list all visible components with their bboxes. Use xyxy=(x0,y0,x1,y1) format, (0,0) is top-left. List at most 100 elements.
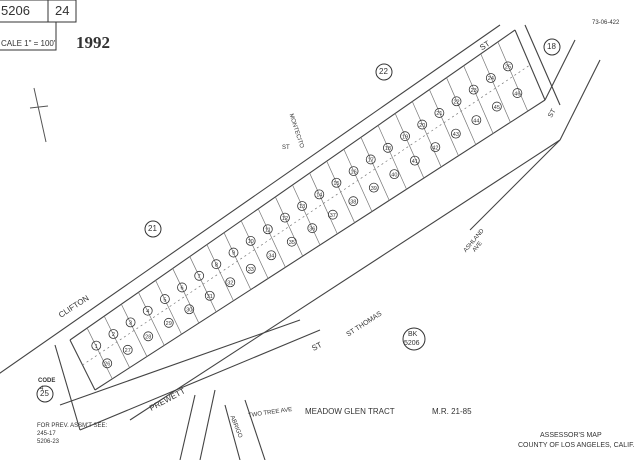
parcel-number: 23 xyxy=(471,88,477,94)
parcel-divider xyxy=(240,220,269,279)
parcel-circle xyxy=(389,169,400,180)
tract-name: MEADOW GLEN TRACT xyxy=(305,407,395,416)
parcel-circle xyxy=(228,247,239,258)
parcel-divider xyxy=(257,208,286,268)
parcel-circle xyxy=(159,294,170,304)
parcel-circle xyxy=(125,317,136,328)
parcel-number: 20 xyxy=(419,123,425,129)
parcel-number: 38 xyxy=(350,199,356,205)
parcel-number: 37 xyxy=(330,213,336,219)
parcel-circle xyxy=(297,201,308,211)
parcel-divider xyxy=(394,113,425,179)
scale-label: CALE 1" = 100' xyxy=(1,39,56,48)
parcel-circle xyxy=(450,128,461,139)
parcel-circle xyxy=(383,142,393,153)
parcel-circle xyxy=(434,108,445,118)
parcel-number: 15 xyxy=(333,181,339,187)
parcel-circle xyxy=(163,317,174,328)
parcel-circle xyxy=(417,119,428,130)
parcel-circle xyxy=(184,304,195,315)
parcel-circle xyxy=(365,154,376,165)
parcel-circle xyxy=(409,155,420,166)
parcel-circle xyxy=(102,358,113,369)
parcel-circle xyxy=(468,84,479,95)
parcel-circle xyxy=(348,196,359,207)
parcel-number: 27 xyxy=(125,348,131,354)
parcel-row-lower: 2627282930313233343536373839404142434445… xyxy=(102,88,523,369)
parcel-number: 44 xyxy=(473,118,479,124)
page-number: 24 xyxy=(55,3,70,18)
parcel-number: 28 xyxy=(145,335,151,341)
map-year: 1992 xyxy=(76,33,110,52)
parcel-circle xyxy=(211,259,222,270)
prev-assmt-ref2: 5206-23 xyxy=(37,439,60,445)
parcel-circle xyxy=(262,224,273,235)
prev-assmt-ref1: 245-17 xyxy=(37,431,56,437)
north-arrow-icon xyxy=(29,87,49,143)
parcel-number: 8 xyxy=(215,262,218,268)
parcel-circle xyxy=(430,142,441,153)
parcel-circle xyxy=(245,236,256,246)
parcel-number: 7 xyxy=(198,274,201,280)
parcel-divider xyxy=(497,41,529,112)
parcel-circle xyxy=(400,131,410,142)
parcel-circle xyxy=(245,263,256,274)
parcel-number: 30 xyxy=(186,307,192,313)
parcel-circle xyxy=(177,282,187,293)
parcel-circle xyxy=(108,329,119,339)
parcel-number: 5 xyxy=(163,297,166,303)
parcel-circle xyxy=(503,61,513,72)
parcel-circle xyxy=(266,250,277,261)
prev-assmt-label: FOR PREV. ASSM'T SEE: xyxy=(37,423,108,429)
parcel-number: 42 xyxy=(432,145,438,151)
parcel-number: 32 xyxy=(227,280,233,286)
parcel-number: 2 xyxy=(112,332,115,338)
parcel-number: 4 xyxy=(146,309,149,315)
parcel-circle xyxy=(485,73,496,83)
parcel-number: 6 xyxy=(181,286,184,292)
parcel-circle xyxy=(225,277,236,288)
page-ref-circles xyxy=(36,38,561,403)
parcel-divider xyxy=(377,125,407,190)
parcel-number: 17 xyxy=(368,158,374,164)
parcel-number: 46 xyxy=(514,91,520,97)
county-label: COUNTY OF LOS ANGELES, CALIF. xyxy=(518,442,635,449)
parcel-circle xyxy=(327,209,338,220)
parcel-number: 26 xyxy=(104,362,110,368)
parcel-circle xyxy=(368,182,379,193)
parcel-circle xyxy=(348,166,359,176)
parcel-divider xyxy=(275,196,304,257)
street-lines xyxy=(0,24,601,460)
parcel-circle xyxy=(307,223,318,234)
parcel-divider xyxy=(172,268,200,324)
parcel-circle xyxy=(512,88,523,98)
parcel-number: 33 xyxy=(248,267,254,273)
parcel-divider xyxy=(480,53,511,123)
parcel-number: 31 xyxy=(207,294,213,300)
page-ref-18: 18 xyxy=(547,42,556,51)
parcel-row-upper: 1234567891011121314151617181920212223242… xyxy=(91,61,513,351)
parcel-number: 14 xyxy=(316,193,322,199)
parcel-circle xyxy=(331,177,342,188)
parcel-number: 12 xyxy=(282,216,288,222)
parcel-circle xyxy=(280,212,290,223)
parcel-dividers xyxy=(82,41,531,380)
parcel-circle xyxy=(143,331,154,342)
parcel-number: 18 xyxy=(385,146,391,152)
parcel-circle xyxy=(91,340,102,351)
parcel-circle xyxy=(122,344,133,355)
parcel-number: 24 xyxy=(488,76,494,82)
page-ref-22: 22 xyxy=(379,67,388,76)
page-ref-21: 21 xyxy=(148,224,157,233)
parcel-divider xyxy=(292,184,321,246)
parcel-divider xyxy=(121,304,148,357)
parcel-number: 16 xyxy=(351,169,357,175)
parcel-number: 40 xyxy=(391,172,397,178)
parcel-number: 13 xyxy=(299,204,305,210)
parcel-number: 21 xyxy=(436,111,442,117)
header-box xyxy=(0,0,77,51)
parcel-number: 34 xyxy=(268,253,274,259)
parcel-circle xyxy=(451,96,462,107)
parcel-number: 25 xyxy=(505,65,511,71)
